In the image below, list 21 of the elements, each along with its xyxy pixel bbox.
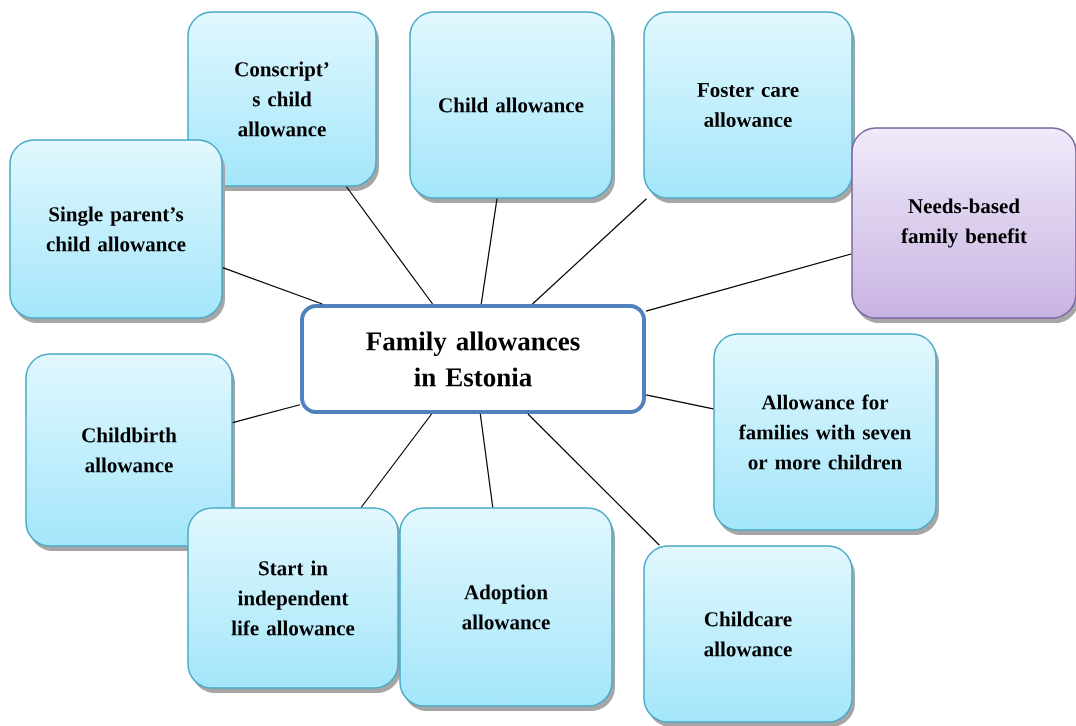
connector-line [531,198,648,305]
allowance-box: Childcare allowance [643,545,855,726]
connector-line [480,198,498,305]
connector-line [360,413,433,508]
allowance-box: Adoption allowance [399,507,615,711]
allowance-box: Allowance for families with seven or more children [713,333,939,535]
central-box: Family allowances in Estonia [300,304,646,414]
connector-line [527,413,660,546]
allowance-box: Conscript’ s child allowance [187,11,379,191]
allowance-box: Single parent’s child allowance [9,139,225,323]
connector-line [479,413,494,508]
allowance-box: Child allowance [409,11,615,203]
connector-line [345,186,434,305]
allowance-box: Foster care allowance [643,11,855,203]
allowance-box: Childbirth allowance [25,353,235,551]
connector-line [645,253,852,312]
connector-line [232,404,301,424]
allowance-box: Start in independent life allowance [187,507,401,693]
benefit-box: Needs-based family benefit [851,127,1076,323]
connector-line [222,267,323,305]
connector-line [645,394,714,410]
